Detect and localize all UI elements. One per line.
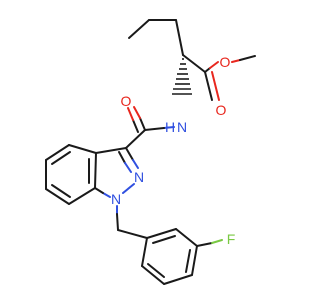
bond-ester-c-o-double-a <box>204 71 213 101</box>
bond-c3a-c3 <box>95 147 127 154</box>
bond-c3-n2-double-b <box>124 162 132 173</box>
atom-ester-carbonyl-oxygen: O <box>216 102 227 118</box>
bond-benzo-4-inner <box>51 184 71 198</box>
bond-fphenyl-3-inner <box>185 249 191 273</box>
bond-c-f-a <box>196 242 213 247</box>
bond-ester-o-methyl-a <box>231 59 241 63</box>
bond-ester-o-methyl-b <box>239 55 256 61</box>
bond-ch2-aryl <box>117 229 148 239</box>
bond-fphenyl-4 <box>163 274 193 285</box>
bond-fphenyl-6 <box>141 237 148 267</box>
bond-c3-n2-double-a <box>118 151 126 164</box>
bond-benzo-2-inner <box>51 151 71 165</box>
bond-n2-n1 <box>122 183 135 194</box>
bond-amide-c-o-c <box>132 119 139 133</box>
bond-c7a-c3a <box>94 152 97 189</box>
bond-amide-c3 <box>125 129 146 149</box>
bond-fphenyl-5 <box>141 265 165 285</box>
atom-amide-nitrogen: N <box>177 119 187 135</box>
atom-amide-hydrogen: H <box>165 119 175 135</box>
atom-labels: O O O N H N N F <box>111 54 235 247</box>
bond-amide-c-o-d <box>127 107 134 121</box>
bond-n1-c7a-a <box>102 192 111 198</box>
bond-fphenyl-5-inner <box>147 263 165 278</box>
bond-n1-ch2-b <box>116 213 119 231</box>
bond-ester-o-single <box>209 61 219 69</box>
bonds <box>45 19 256 285</box>
bond-benzo-1 <box>68 144 97 154</box>
bond-fphenyl-1-inner <box>152 235 176 244</box>
bond-propyl-3 <box>175 19 184 56</box>
molecule-structure: O O O N H N N F <box>45 19 256 285</box>
atom-fluorine: F <box>227 231 236 247</box>
bond-n-amide-c-b <box>144 127 165 131</box>
bond-ester-c-o-single <box>204 67 211 73</box>
bond-benzo-2 <box>45 144 70 161</box>
stereo-hash-bond <box>172 58 192 95</box>
bond-n-amide-c-a <box>163 126 175 129</box>
bond-n1-c7a-b <box>94 187 104 194</box>
bond-fphenyl-2 <box>175 228 198 247</box>
bond-amide-c-o-a <box>139 117 146 131</box>
bond-ester-c-o-double-b <box>211 71 220 101</box>
bond-propyl-1 <box>128 19 150 39</box>
bond-fphenyl-1 <box>146 228 177 239</box>
bond-benzo-4 <box>45 188 70 205</box>
bond-fphenyl-3 <box>191 245 198 276</box>
bond-amide-c-o-b <box>133 106 141 119</box>
atom-indazole-n1: N <box>111 191 121 207</box>
atom-amide-oxygen: O <box>121 93 132 109</box>
atom-ester-ether-oxygen: O <box>220 54 231 70</box>
bond-c3-n2-a <box>125 147 134 161</box>
bond-benzo-5 <box>68 187 96 205</box>
bond-alpha-ester <box>182 54 206 73</box>
bond-c3-n2-b <box>132 159 139 169</box>
bond-c-f-b <box>211 239 223 244</box>
atom-indazole-n2: N <box>134 169 144 185</box>
